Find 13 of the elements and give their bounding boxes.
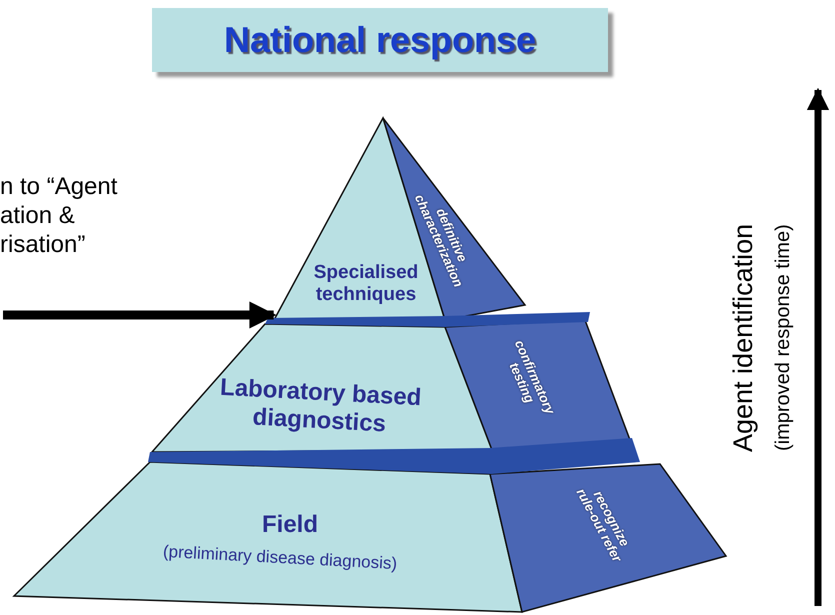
tier-sublabel: (preliminary disease diagnosis) (162, 540, 399, 576)
axis-sublabel: (improved response time) (772, 223, 795, 453)
tier-label: Field (260, 511, 319, 539)
title: National response (224, 19, 536, 61)
pyramid-tier (14, 462, 522, 612)
tier-band (265, 312, 590, 327)
axis-label: Agent identification (728, 222, 759, 454)
tier-label: Laboratory based diagnostics (218, 372, 424, 440)
arrow (3, 302, 276, 328)
annotation-text: n to “Agent ation & risation” (0, 172, 158, 259)
tier-label: Specialised techniques (312, 262, 418, 306)
side-face (490, 464, 726, 612)
tier-band (148, 438, 640, 474)
